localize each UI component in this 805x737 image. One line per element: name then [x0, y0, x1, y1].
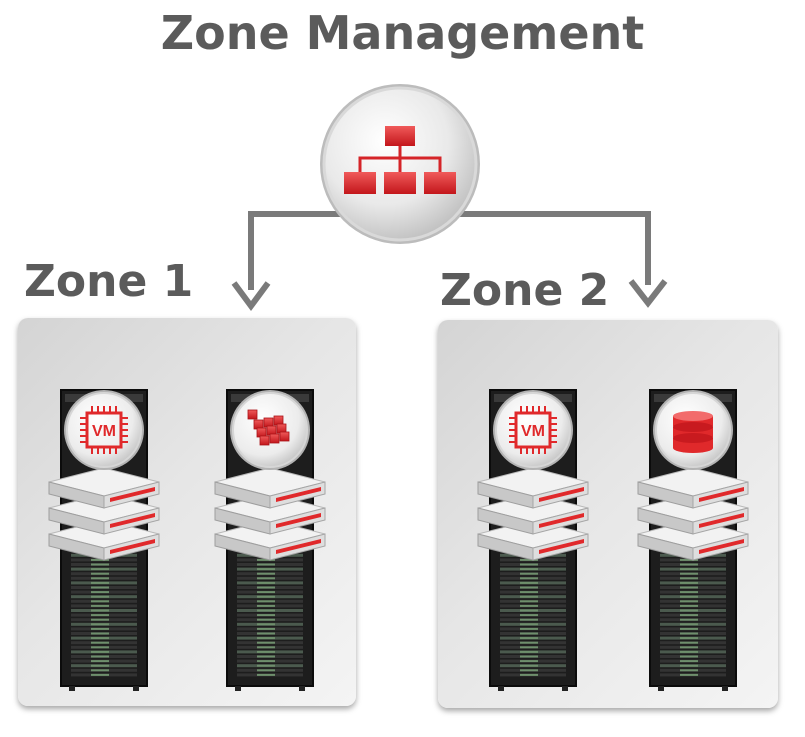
server-rack	[637, 389, 749, 691]
server-blade	[637, 493, 749, 535]
vm-chip-icon: VM	[509, 406, 557, 454]
server-blade	[637, 467, 749, 509]
vm-label: VM	[92, 423, 116, 440]
rack-badge	[653, 390, 733, 470]
server-rack: VM	[48, 389, 160, 691]
arrow-left	[231, 281, 271, 312]
cubes-icon	[247, 409, 290, 446]
server-blade	[48, 467, 160, 509]
server-rack: VM	[477, 389, 589, 691]
server-rack	[214, 389, 326, 691]
connector-right	[460, 211, 651, 285]
arrow-right	[628, 279, 668, 308]
rack-badge: VM	[493, 390, 573, 470]
zone-2-label: Zone 2	[440, 265, 610, 316]
vm-label: VM	[521, 423, 545, 440]
zone-1-label: Zone 1	[24, 256, 194, 307]
database-icon	[673, 411, 713, 453]
connector-left	[248, 211, 340, 290]
server-blade	[477, 467, 589, 509]
page-title: Zone Management	[160, 6, 645, 60]
rack-badge	[230, 390, 310, 470]
rack-badge: VM	[64, 390, 144, 470]
server-blade	[214, 467, 326, 509]
vm-chip-icon: VM	[80, 406, 128, 454]
hierarchy-icon	[344, 126, 456, 194]
